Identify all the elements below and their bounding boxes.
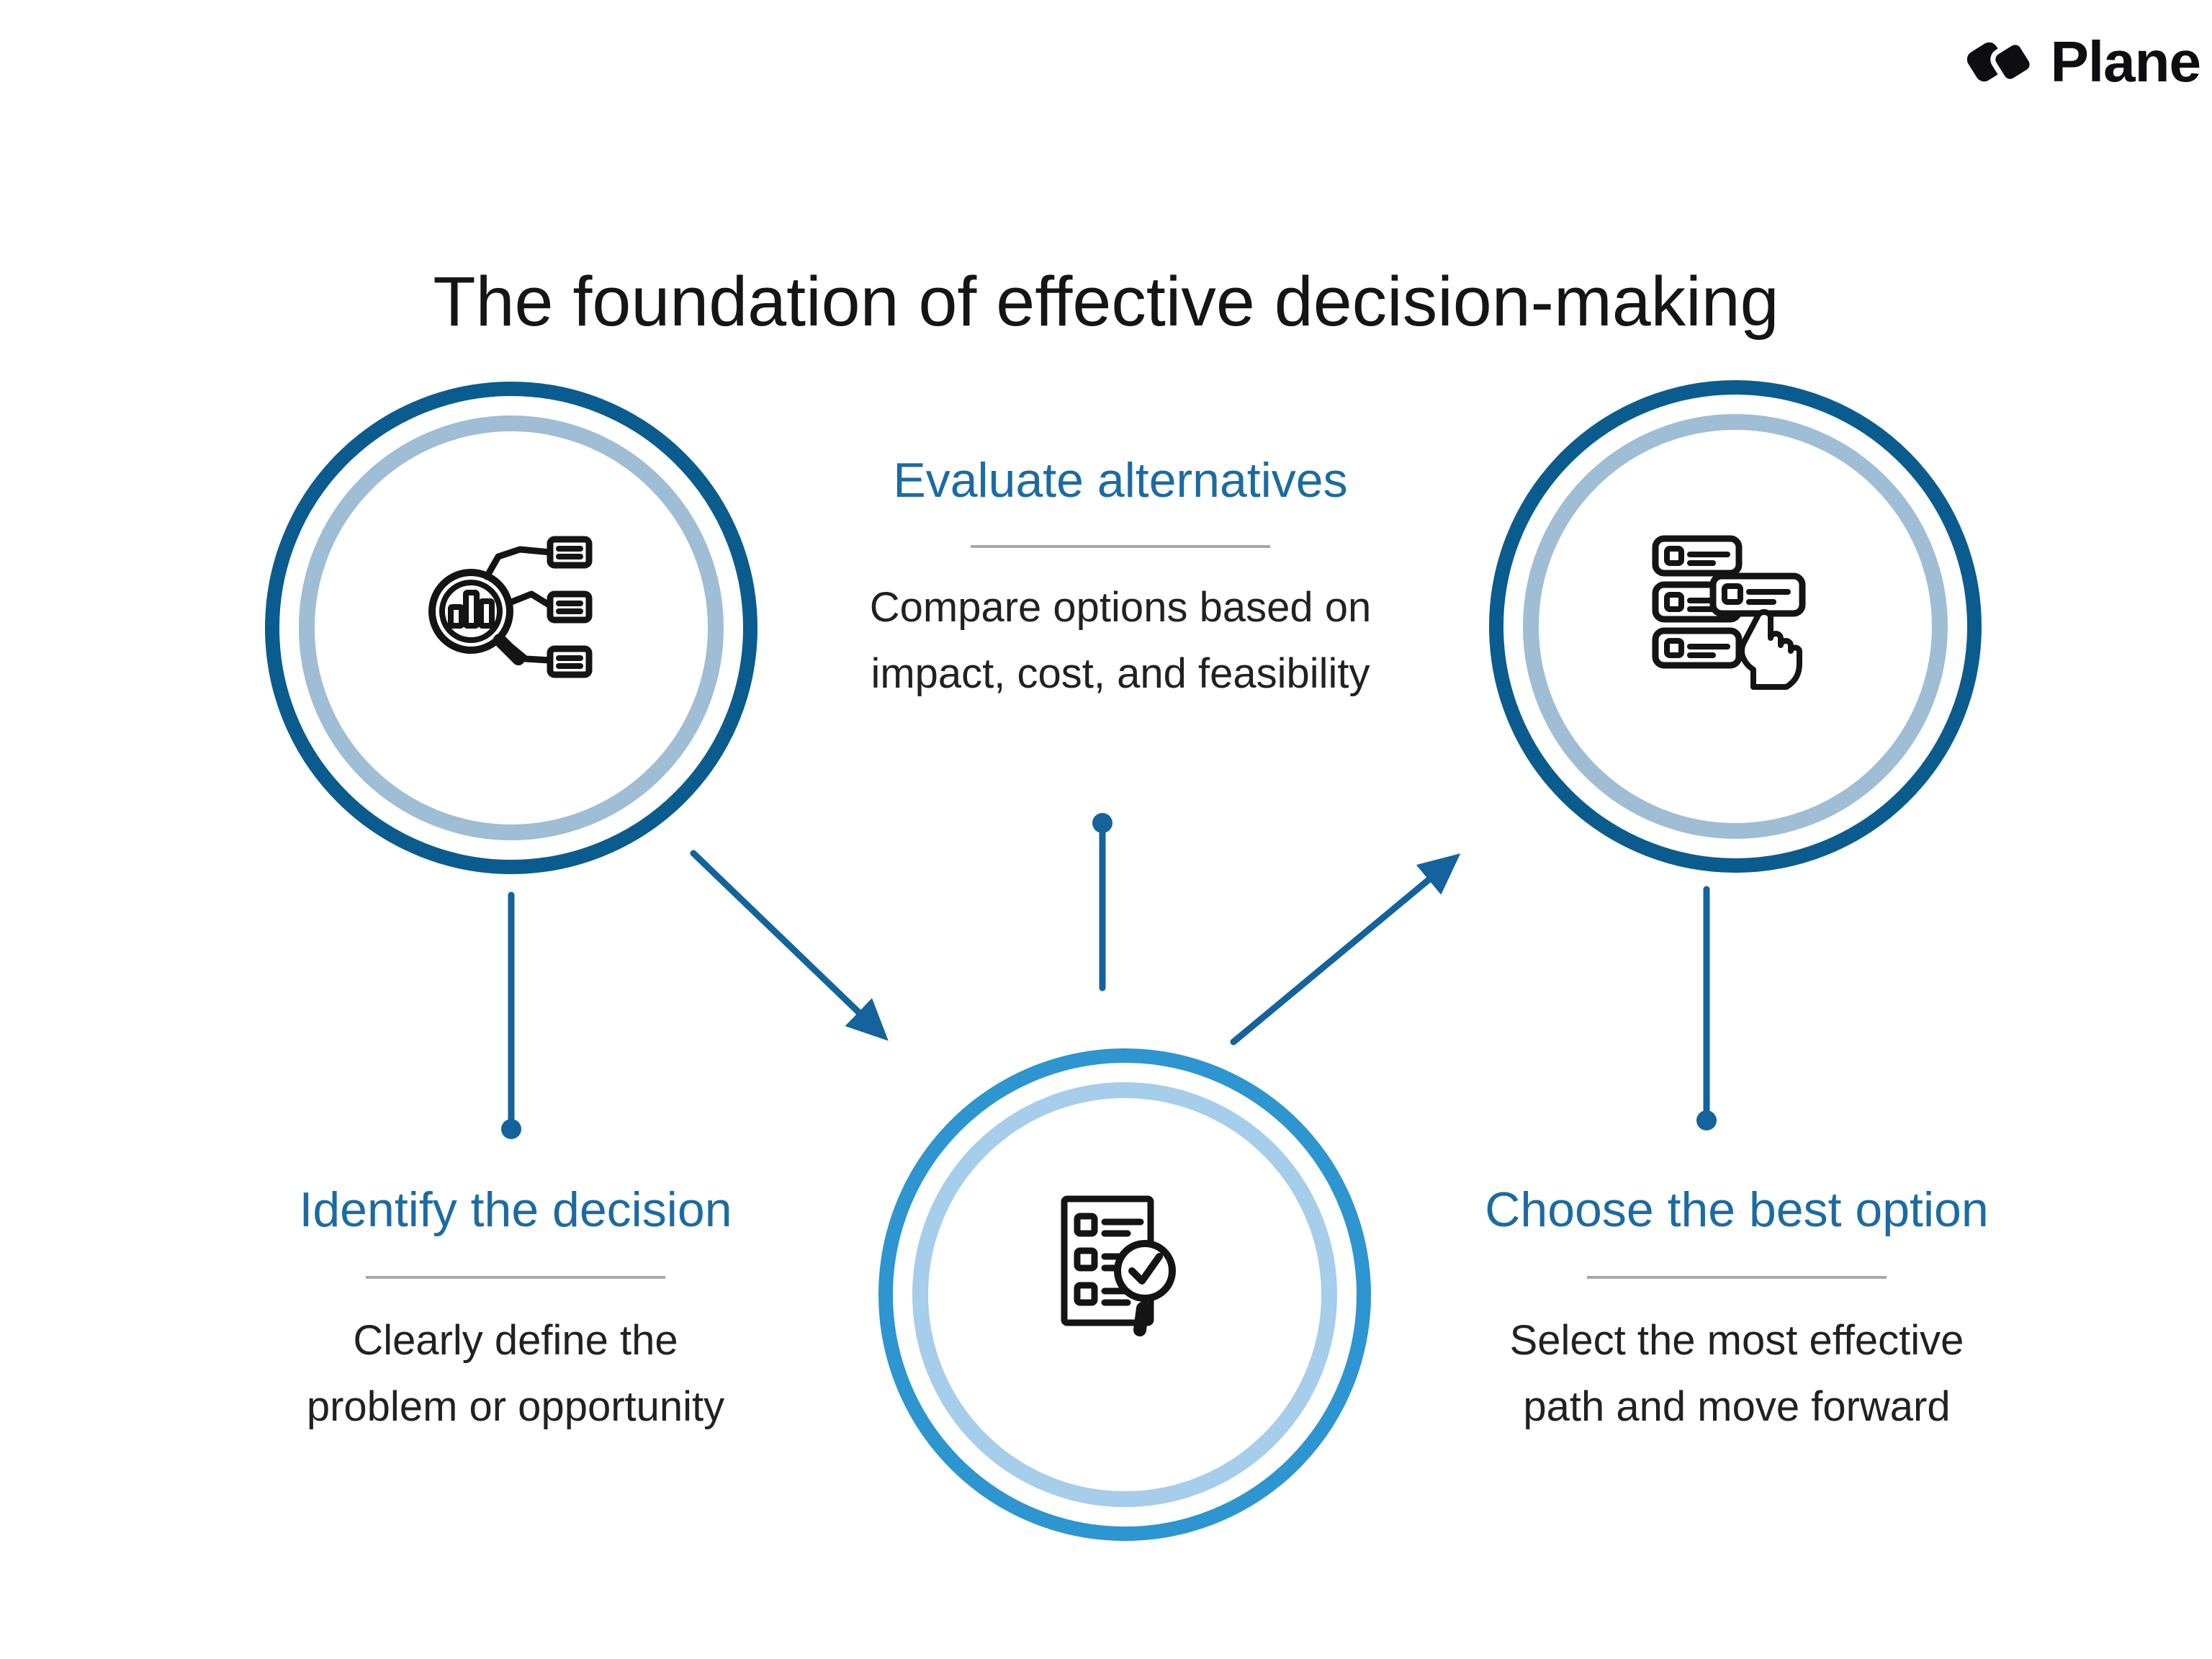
magnifier-bar-chart-analysis-icon bbox=[428, 536, 593, 678]
page-title: The foundation of effective decision-mak… bbox=[433, 261, 1779, 341]
checklist-magnifier-check-icon bbox=[1061, 1195, 1176, 1336]
flow-arrow-identify-to-evaluate bbox=[690, 850, 889, 1041]
identify-step-circle bbox=[265, 382, 757, 874]
evaluate-heading: Evaluate alternatives bbox=[893, 453, 1348, 508]
option-cards-hand-select-icon bbox=[1652, 535, 1806, 690]
evaluate-description-line1: Compare options based on bbox=[869, 584, 1372, 631]
evaluate-divider bbox=[971, 545, 1270, 548]
plane-logo-mark bbox=[1966, 40, 2035, 84]
choose-description: Select the most effective path and move … bbox=[1413, 1308, 2061, 1440]
identify-description-line1: Clearly define the bbox=[353, 1317, 678, 1364]
plane-logo: Plane bbox=[1963, 29, 2201, 95]
identify-description: Clearly define the problem or opportunit… bbox=[192, 1308, 840, 1440]
choose-connector-dot bbox=[1696, 1110, 1717, 1130]
identify-divider bbox=[366, 1276, 665, 1279]
plane-logo-text: Plane bbox=[2050, 30, 2201, 94]
identify-connector-dot bbox=[501, 1119, 521, 1139]
identify-description-line2: problem or opportunity bbox=[306, 1383, 725, 1430]
choose-step-circle bbox=[1489, 380, 1982, 873]
evaluate-description-line2: impact, cost, and feasibility bbox=[871, 650, 1370, 697]
choose-description-line2: path and move forward bbox=[1523, 1383, 1951, 1430]
choose-divider bbox=[1587, 1276, 1887, 1279]
choose-description-line1: Select the most effective bbox=[1509, 1317, 1964, 1364]
evaluate-description: Compare options based on impact, cost, a… bbox=[796, 575, 1444, 707]
evaluate-step-circle bbox=[878, 1048, 1371, 1541]
flow-arrow-evaluate-to-choose bbox=[1230, 853, 1461, 1046]
identify-heading: Identify the decision bbox=[299, 1182, 732, 1237]
evaluate-connector-dot bbox=[1092, 813, 1112, 833]
choose-heading: Choose the best option bbox=[1485, 1182, 1989, 1237]
